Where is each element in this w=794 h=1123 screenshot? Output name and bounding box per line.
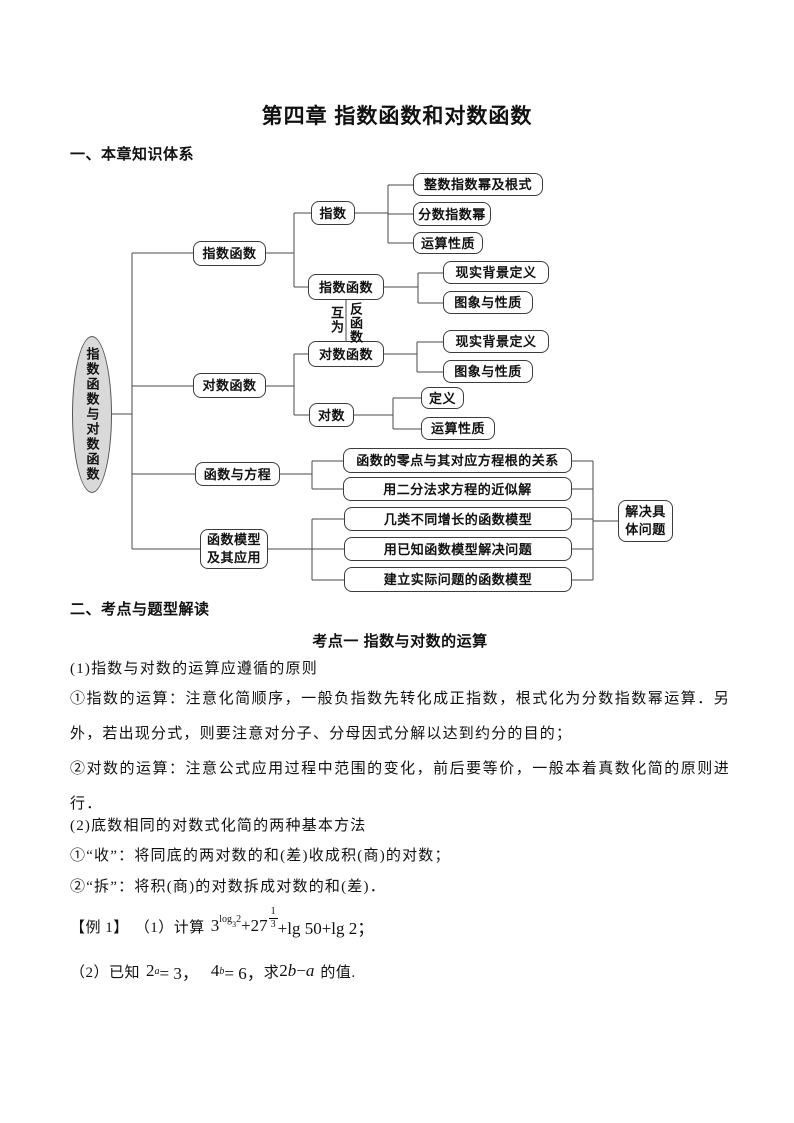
paragraph-line-exp-operation-2: 外，若出现分式，则要注意对分子、分母因式分解以达到约分的目的；: [70, 726, 573, 742]
node-solve-problems: 解决具 体问题: [618, 500, 673, 542]
leaf-graph-properties-exp: 图象与性质: [443, 291, 533, 314]
node-function-models: 函数模型 及其应用: [200, 529, 268, 569]
section2-heading: 二、考点与题型解读: [70, 601, 210, 618]
math-var-b: b: [287, 961, 297, 980]
paragraph-line-exp-operation-1: ①指数的运算：注意化简顺序，一般负指数先转化成正指数，根式化为分数指数幂运算．另: [70, 691, 730, 707]
paragraph-line-two-methods: (2)底数相同的对数式化简的两种基本方法: [70, 818, 367, 834]
leaf-operation-properties-exp: 运算性质: [413, 232, 483, 254]
math-base-27: 27: [250, 916, 268, 935]
example1-part2-prefix: （2）已知: [70, 964, 141, 981]
math-log-arg: 2: [236, 913, 242, 925]
node-solve-problems-line1: 解决具: [625, 504, 666, 520]
math-eq-6: = 6，: [224, 963, 264, 983]
math-eq-3: = 3，: [159, 963, 199, 983]
math-plus-sign: +: [241, 916, 251, 935]
math-log-base: 3: [232, 919, 237, 929]
leaf-graph-properties-log: 图象与性质: [443, 360, 533, 383]
node-logarithm: 对数: [309, 403, 354, 427]
node-logarithmic-function: 对数函数: [308, 341, 384, 367]
node-function-models-line2: 及其应用: [206, 550, 261, 565]
leaf-bisection-method: 用二分法求方程的近似解: [343, 477, 572, 501]
math-coef-2: 2: [279, 961, 288, 980]
leaf-zeros-and-roots: 函数的零点与其对应方程根的关系: [343, 448, 572, 473]
math-minus-sign: −: [296, 961, 306, 980]
leaf-operation-properties-log: 运算性质: [421, 417, 495, 440]
leaf-known-models: 用已知函数模型解决问题: [344, 537, 572, 561]
leaf-build-models: 建立实际问题的函数模型: [344, 567, 572, 592]
math-base-2: 2: [146, 961, 155, 980]
math-base-4: 4: [210, 961, 220, 980]
paragraph-line-principle: (1)指数与对数的运算应遵循的原则: [70, 661, 318, 677]
math-log-fn: log: [219, 913, 233, 925]
paragraph-line-log-operation-1: ②对数的运算：注意公式应用过程中范围的变化，前后要等价，一般本着真数化简的原则进: [70, 761, 730, 777]
leaf-integer-power-and-radical: 整数指数幂及根式: [413, 173, 543, 196]
leaf-background-definition-log: 现实背景定义: [443, 330, 549, 353]
leaf-growth-models: 几类不同增长的函数模型: [344, 507, 572, 531]
example1-part2-tail: 的值.: [320, 964, 356, 981]
inverse-relation-label-left: 互为: [329, 306, 344, 334]
paragraph-line-log-operation-2: 行．: [70, 796, 103, 812]
inverse-relation-label-right: 反函数: [348, 302, 363, 344]
math-lg-terms: +lg 50+lg 2；: [277, 918, 375, 938]
node-exponent: 指数: [311, 201, 355, 225]
node-exponential-function-branch: 指数函数: [193, 241, 266, 266]
math-base-3: 3: [210, 916, 220, 935]
math-fraction-denominator: 3: [270, 918, 276, 930]
node-function-models-line1: 函数模型: [206, 532, 261, 548]
math-var-a: a: [305, 961, 315, 980]
paragraph-line-collect: ①“收”：将同底的两对数的和(差)收成积(商)的对数；: [70, 848, 451, 864]
leaf-background-definition-exp: 现实背景定义: [443, 261, 549, 284]
paragraph-line-split: ②“拆”：将积(商)的对数拆成对数的和(差)．: [70, 879, 386, 895]
leaf-fractional-power: 分数指数幂: [413, 202, 491, 226]
page-title: 第四章 指数函数和对数函数: [261, 105, 533, 128]
example1-label: 【例 1】: [70, 919, 129, 936]
example1-part1-prefix: （1）计算: [134, 919, 205, 936]
leaf-definition: 定义: [421, 387, 464, 409]
topic-heading: 考点一 指数与对数的运算: [312, 633, 488, 650]
diagram-root-node: 指数函数与对数函数: [72, 336, 112, 493]
node-logarithmic-function-branch: 对数函数: [193, 373, 266, 398]
node-function-and-equation: 函数与方程: [195, 462, 280, 486]
section1-heading: 一、本章知识体系: [70, 146, 195, 163]
node-solve-problems-line2: 体问题: [625, 522, 666, 537]
math-fraction-numerator: 1: [268, 906, 278, 919]
math-exponent-log: log32: [219, 913, 242, 929]
math-exp-b: b: [219, 965, 225, 977]
example1-part2-seek: 求: [263, 964, 280, 981]
math-exp-a: a: [154, 965, 160, 977]
node-exponential-function: 指数函数: [308, 274, 384, 300]
diagram-root-label: 指数函数与对数函数: [84, 347, 100, 482]
